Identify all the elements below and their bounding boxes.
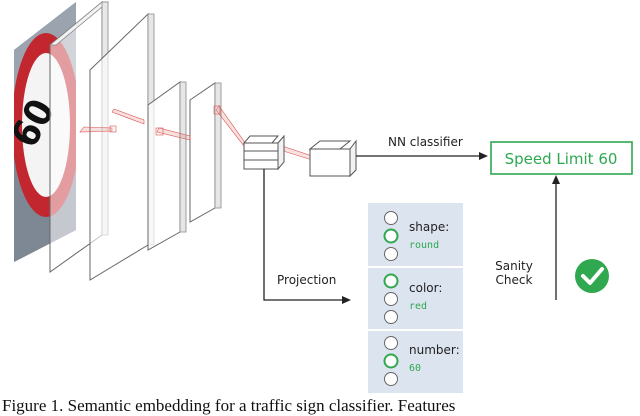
sanity-check-label-line1: Sanity	[495, 259, 533, 273]
attribute-value: red	[409, 301, 427, 312]
attribute-option	[384, 211, 398, 225]
check-circle-icon	[575, 259, 609, 293]
attribute-panel: shape: round color: red number: 60	[368, 203, 463, 393]
attribute-option-selected	[383, 273, 399, 289]
projection-arrow	[263, 169, 351, 304]
attribute-name: shape:	[409, 220, 449, 234]
attribute-option	[384, 292, 398, 306]
output-label: Speed Limit 60	[505, 150, 618, 168]
attribute-option	[384, 372, 398, 386]
conv-layer-3	[147, 81, 187, 251]
attribute-name: color:	[409, 281, 442, 295]
sanity-check-label-line2: Check	[496, 273, 533, 287]
embedding-cube	[308, 139, 357, 178]
output-box: Speed Limit 60	[490, 141, 633, 175]
sanity-check-arrow	[552, 175, 560, 300]
attribute-option-selected	[383, 353, 399, 369]
attribute-option	[384, 310, 398, 324]
attribute-value: 60	[409, 363, 421, 374]
attribute-option-selected	[383, 228, 399, 244]
figure-caption: Figure 1. Semantic embedding for a traff…	[2, 396, 456, 415]
attribute-option	[384, 247, 398, 261]
nn-classifier-label: NN classifier	[388, 135, 463, 149]
attribute-name: number:	[409, 343, 460, 357]
receptive-field-connectors	[79, 105, 313, 161]
feature-cube	[242, 134, 285, 171]
attribute-option	[384, 336, 398, 350]
projection-label: Projection	[277, 273, 336, 287]
conv-layer-4	[189, 82, 222, 223]
classifier-arrow	[356, 152, 488, 160]
attribute-value: round	[409, 240, 439, 251]
